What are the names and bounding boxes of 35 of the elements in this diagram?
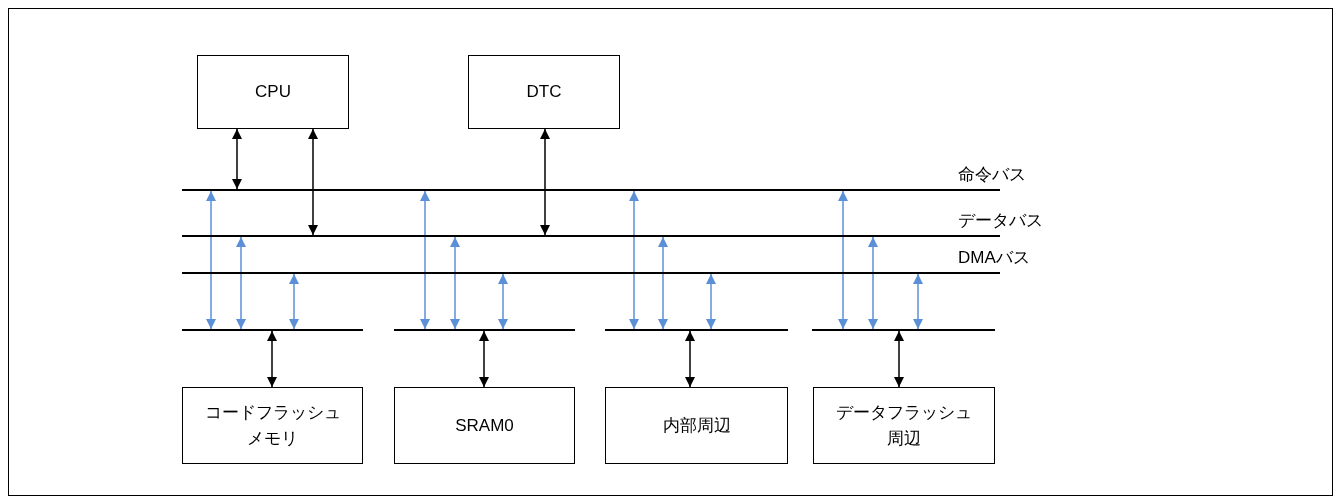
arrow [450, 236, 460, 330]
arrow [479, 330, 489, 388]
bus-line [394, 329, 575, 331]
arrow [289, 273, 299, 330]
arrow [420, 190, 430, 330]
arrow [236, 236, 246, 330]
arrow [540, 128, 550, 236]
arrow [913, 273, 923, 330]
arrow [868, 236, 878, 330]
module-box: DTC [468, 55, 620, 129]
arrow [308, 128, 318, 236]
bus-line [182, 272, 1000, 274]
bus-line [182, 235, 1000, 237]
bus-line [182, 329, 363, 331]
bus-label: 命令バス [958, 164, 1026, 186]
module-box: CPU [197, 55, 349, 129]
arrow [206, 190, 216, 330]
arrow [629, 190, 639, 330]
module-box: データフラッシュ周辺 [813, 387, 995, 464]
arrow [838, 190, 848, 330]
arrow [498, 273, 508, 330]
arrow [894, 330, 904, 388]
bus-line [182, 189, 1000, 191]
bus-line [812, 329, 995, 331]
bus-line [605, 329, 788, 331]
arrow [267, 330, 277, 388]
arrow [658, 236, 668, 330]
arrow [685, 330, 695, 388]
arrow [232, 128, 242, 190]
bus-label: データバス [958, 210, 1043, 232]
bus-label: DMAバス [958, 247, 1030, 269]
module-box: SRAM0 [394, 387, 575, 464]
arrow [706, 273, 716, 330]
module-box: コードフラッシュメモリ [182, 387, 363, 464]
module-box: 内部周辺 [605, 387, 788, 464]
